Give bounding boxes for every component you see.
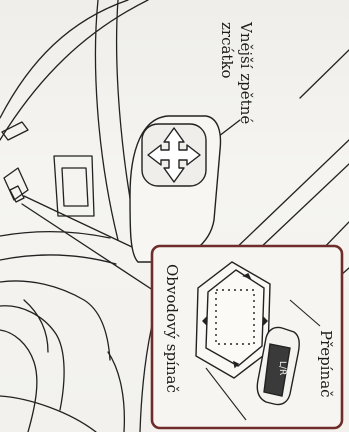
svg-text:L/R: L/R	[277, 361, 287, 375]
outside-mirror-label-line1: Vnější zpětné	[236, 22, 256, 124]
outside-mirror-label-line2: zrcátko	[217, 22, 237, 79]
selector-switch-label: Přepínač	[316, 330, 336, 398]
circuit-switch-label: Obvodový spínač	[162, 264, 182, 393]
